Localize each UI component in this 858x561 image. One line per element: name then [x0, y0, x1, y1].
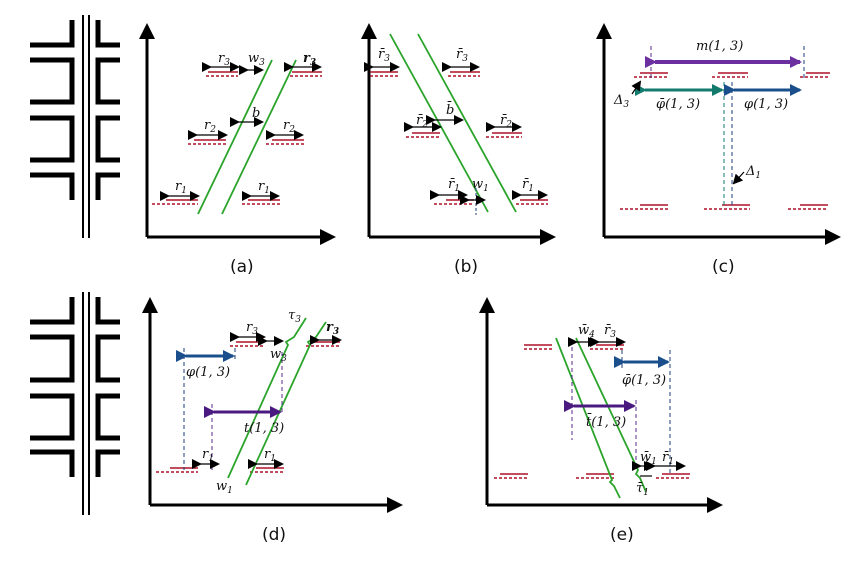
- panel-e: w̄4 r̄3 φ̄(1, 3) t̄(1, 3) w̄1 r̄1 τ̄1 (e…: [479, 297, 723, 545]
- label-c-phibar13: φ̄(1, 3): [656, 97, 700, 112]
- panel-a: r3 w3 r3 b r2 r2 r1 r1 (a): [139, 23, 336, 277]
- label-e-phibar13: φ̄(1, 3): [622, 373, 666, 388]
- label-a-r3-left: r3: [218, 51, 230, 68]
- label-d-r1-left: r1: [202, 447, 214, 464]
- label-a-w3: w3: [248, 51, 265, 68]
- label-d-w1: w1: [216, 479, 233, 496]
- label-b-r1-right: r̄1: [522, 177, 534, 194]
- label-d-phi13: φ(1, 3): [186, 365, 230, 380]
- label-b-r1-left: r̄1: [448, 177, 460, 194]
- label-e-tbar13: t̄(1, 3): [586, 413, 626, 430]
- caption-e: (e): [610, 525, 634, 545]
- label-e-r1: r̄1: [662, 450, 674, 467]
- caption-d: (d): [262, 525, 286, 545]
- label-a-r1-right: r1: [258, 179, 270, 196]
- label-c-delta3: Δ3: [613, 93, 629, 110]
- label-e-w4: w̄4: [578, 323, 595, 340]
- road-network-icon-top: [30, 15, 120, 238]
- label-e-r3: r̄3: [604, 323, 616, 340]
- label-a-r2-left: r2: [204, 118, 216, 135]
- label-b-r3-right: r̄3: [456, 47, 468, 64]
- label-c-m13: m(1, 3): [696, 39, 743, 54]
- label-d-tau3: τ3: [288, 308, 301, 325]
- label-b-w1: w1: [472, 177, 489, 194]
- label-d-r3-right: r3: [326, 320, 339, 337]
- label-c-delta1: Δ1: [745, 164, 761, 181]
- caption-a: (a): [230, 257, 254, 277]
- label-c-phi13: φ(1, 3): [744, 97, 788, 112]
- label-d-r1-right: r1: [264, 447, 276, 464]
- panel-c: m(1, 3) Δ3 φ̄(1, 3) φ(1, 3) Δ1 (c): [596, 23, 841, 277]
- label-b-b: b̄: [446, 101, 454, 118]
- label-b-r2-left: r̄2: [416, 113, 428, 130]
- label-a-r1-left: r1: [175, 179, 187, 196]
- label-a-r2-right: r2: [283, 118, 295, 135]
- label-a-r3-right: r3: [303, 51, 316, 68]
- label-a-b: b: [252, 106, 260, 121]
- road-network-icon-bottom: [30, 292, 120, 515]
- label-e-w1: w̄1: [640, 450, 657, 467]
- label-b-r3-left: r̄3: [378, 47, 390, 64]
- label-e-tau1: τ̄1: [636, 481, 649, 498]
- label-d-t13: t(1, 3): [244, 421, 284, 436]
- label-b-r2-right: r̄2: [500, 113, 512, 130]
- caption-b: (b): [454, 257, 478, 277]
- label-d-r3-left: r3: [246, 320, 258, 337]
- label-d-w3: w3: [270, 347, 287, 364]
- caption-c: (c): [712, 257, 735, 277]
- panel-d: r3 τ3 r3 w3 φ(1, 3) t(1, 3) r1 r1 w1 (d): [142, 297, 403, 545]
- panel-b: r̄3 r̄3 r̄2 b̄ r̄2 r̄1 w1 r̄1 (b): [361, 23, 556, 277]
